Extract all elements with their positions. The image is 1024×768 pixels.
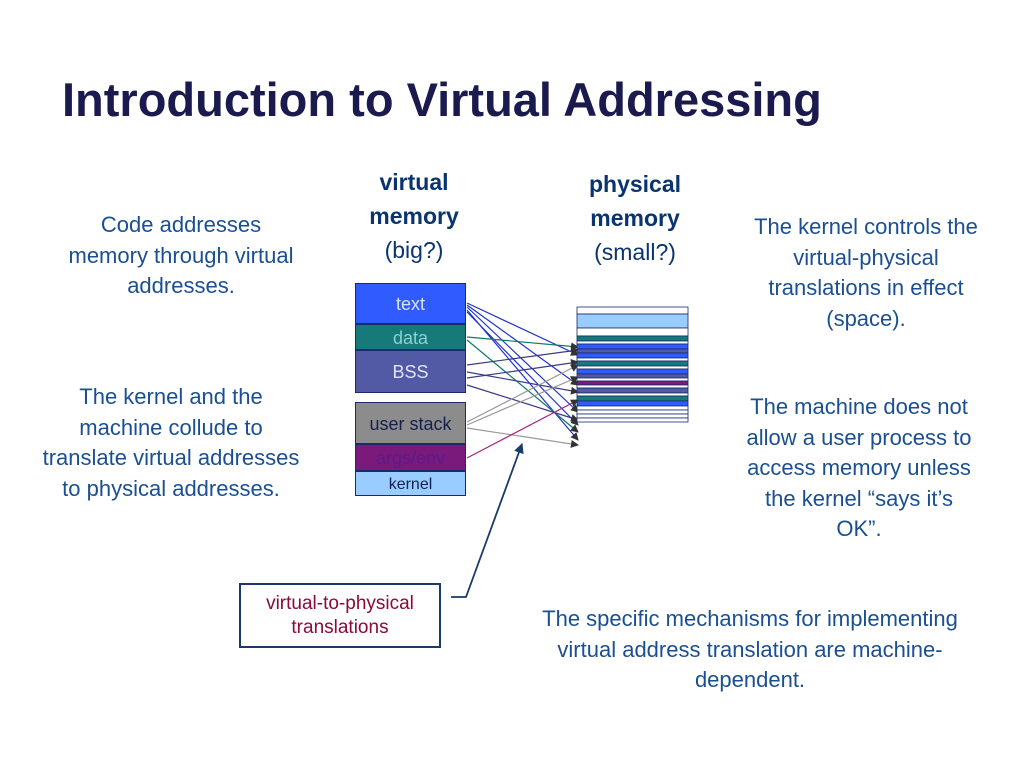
physical-frame: [576, 340, 689, 345]
mapping-arrow: [466, 384, 579, 422]
virtual-header-line2: memory: [369, 203, 459, 229]
mapping-arrow: [466, 306, 579, 413]
physical-frame: [576, 352, 689, 359]
physical-header-line3: (small?): [594, 239, 676, 265]
physical-frame: [576, 417, 689, 423]
physical-frame: [576, 357, 689, 362]
physical-header-line2: memory: [590, 205, 680, 231]
physical-frame: [576, 387, 689, 394]
segment-kernel: kernel: [355, 471, 466, 496]
physical-frame: [576, 373, 689, 379]
note-code-addresses: Code addresses memory through virtual ad…: [68, 212, 294, 298]
mapping-arrow: [466, 336, 579, 351]
mapping-arrow: [466, 311, 579, 426]
virtual-memory-header: virtual memory (big?): [344, 165, 484, 267]
mapping-lines: [466, 302, 579, 459]
mapping-arrow: [466, 346, 579, 366]
physical-frame: [576, 368, 689, 375]
mapping-arrow: [466, 427, 579, 448]
physical-frame: [576, 395, 689, 402]
mapping-arrow: [466, 364, 579, 423]
physical-frame: [576, 413, 689, 419]
mapping-arrow: [466, 399, 579, 459]
slide-title: Introduction to Virtual Addressing: [62, 73, 822, 126]
mapping-arrow: [466, 304, 579, 386]
note-machine-access: The machine does not allow a user proces…: [746, 394, 972, 541]
physical-header-line1: physical: [588, 171, 682, 197]
physical-frame: [576, 335, 689, 342]
physical-frame: [576, 409, 689, 415]
mapping-arrow: [466, 302, 579, 356]
physical-frame: [576, 400, 689, 407]
physical-frame: [576, 377, 689, 382]
physical-frame: [576, 360, 689, 367]
physical-frame: [576, 313, 689, 329]
note-kernel-collude: The kernel and the machine collude to tr…: [42, 384, 300, 501]
physical-memory-block: [576, 306, 689, 423]
note-machine-dependent: The specific mechanisms for implementing…: [542, 606, 958, 692]
physical-frame: [576, 380, 689, 386]
callout-arrow: [451, 443, 524, 598]
physical-memory-header: physical memory (small?): [560, 167, 710, 269]
segment-text: text: [355, 283, 466, 324]
physical-frame: [576, 343, 689, 350]
virtual-header-line1: virtual: [379, 169, 449, 195]
physical-frame: [576, 348, 689, 354]
segment-user-stack: user stack: [355, 402, 466, 444]
translations-callout: virtual-to-physical translations: [239, 583, 441, 648]
segment-bss: BSS: [355, 350, 466, 393]
mapping-arrow: [466, 359, 579, 379]
callout-line1: virtual-to-physical: [266, 593, 414, 614]
mapping-arrow: [466, 339, 579, 433]
segment-data: data: [355, 324, 466, 350]
mapping-arrow: [466, 376, 579, 426]
physical-frame: [576, 384, 689, 389]
segment-args-env: args/env: [355, 444, 466, 471]
virtual-header-line3: (big?): [384, 237, 444, 263]
note-kernel-controls: The kernel controls the virtual-physical…: [754, 214, 978, 331]
physical-frame: [576, 306, 689, 315]
physical-frame: [576, 327, 689, 337]
physical-frame: [576, 392, 689, 397]
physical-frame: [576, 405, 689, 411]
physical-frame: [576, 365, 689, 370]
callout-line2: translations: [291, 617, 389, 638]
